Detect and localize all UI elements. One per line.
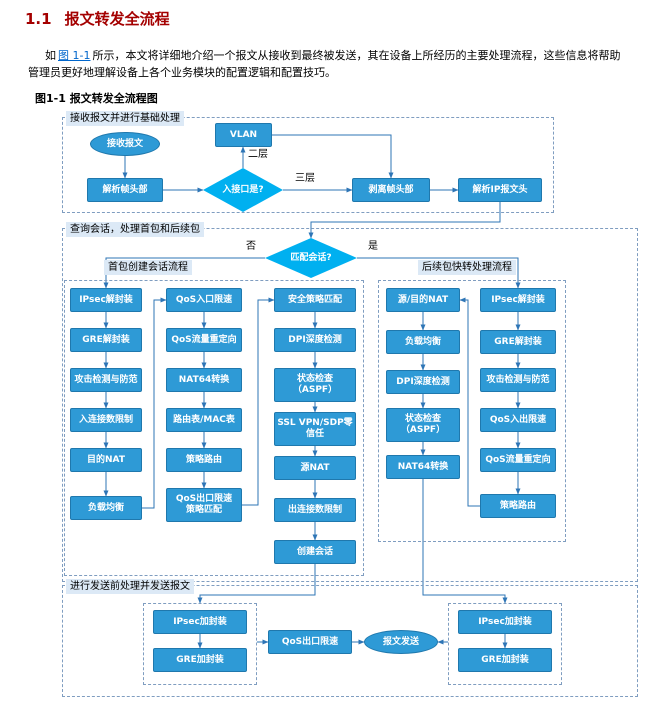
node-c2-qos-redirect: QoS流量重定向 [166,328,242,352]
section-number: 1.1 [25,10,52,28]
flow-arrow-e9 [357,257,521,289]
flow-arrow-e8 [103,257,265,289]
flow-arrow-e28 [197,564,316,604]
node-c4-dpi: DPI深度检测 [386,370,460,394]
node-vlan: VLAN [215,123,272,147]
group-label-first-packet: 首包创建会话流程 [104,260,192,275]
group-receive [62,117,554,213]
group-send-left [143,603,257,685]
node-send-left-ipsec-encap: IPsec加封装 [153,610,247,634]
node-c2-qos-ingress: QoS入口限速 [166,288,242,312]
figure-link[interactable]: 图 1-1 [58,49,91,62]
node-send-right-gre-encap: GRE加封装 [458,648,552,672]
node-c1-attack-defense: 攻击检测与防范 [70,368,142,392]
section-title: 报文转发全流程 [64,10,170,28]
paragraph-text-prefix: 如 [45,49,56,62]
node-qos-egress-limit: QoS出口限速 [268,630,352,654]
edge-label-layer3: 三层 [295,173,315,184]
node-c5-qos-limit: QoS入出限速 [480,408,556,432]
node-c4-src-dst-nat: 源/目的NAT [386,288,460,312]
node-c3-security-policy: 安全策略匹配 [274,288,356,312]
node-c5-gre-decap: GRE解封装 [480,330,556,354]
node-c5-policy-route: 策略路由 [480,494,556,518]
group-fast-path [378,280,566,542]
node-c1-in-conn-limit: 入连接数限制 [70,408,142,432]
node-c5-qos-redirect: QoS流量重定向 [480,448,556,472]
edge-label-no: 否 [246,241,256,252]
group-session [62,228,638,582]
paragraph-text-suffix: 所示，本文将详细地介绍一个报文从接收到最终被发送，其在设备上所经历的主要处理流程… [28,49,621,79]
group-label-fast-path: 后续包快转处理流程 [418,260,516,275]
node-c1-gre-decap: GRE解封装 [70,328,142,352]
node-c5-ipsec-decap: IPsec解封装 [480,288,556,312]
node-packet-send: 报文发送 [364,630,438,654]
node-c2-qos-egress-match: QoS出口限速 策略匹配 [166,488,242,522]
node-c1-ipsec-decap: IPsec解封装 [70,288,142,312]
node-c1-dst-nat: 目的NAT [70,448,142,472]
node-c4-aspf: 状态检查 （ASPF） [386,408,460,442]
figure-caption: 图1-1 报文转发全流程图 [35,92,158,105]
edge-label-yes: 是 [368,241,378,252]
node-c3-create-session: 创建会话 [274,540,356,564]
group-first-packet [64,280,364,576]
node-c3-ssl-vpn: SSL VPN/SDP零 信任 [274,412,356,446]
group-label-session: 查询会话，处理首包和后续包 [66,222,204,237]
node-send-right-ipsec-encap: IPsec加封装 [458,610,552,634]
node-c4-nat64: NAT64转换 [386,455,460,479]
node-send-left-gre-encap: GRE加封装 [153,648,247,672]
group-send-right [448,603,562,685]
node-c2-route-mac: 路由表/MAC表 [166,408,242,432]
group-label-receive: 接收报文并进行基础处理 [66,111,184,126]
flow-arrow-e4 [272,134,394,179]
flow-arrow-e21 [242,297,275,506]
node-parse-ip-header: 解析IP报文头 [458,178,542,202]
node-c3-src-nat: 源NAT [274,456,356,480]
node-receive-packet: 接收报文 [90,132,160,156]
node-c5-attack-defense: 攻击检测与防范 [480,368,556,392]
edge-label-layer2: 二层 [248,149,268,160]
node-c1-load-balance: 负载均衡 [70,496,142,520]
flow-arrow-e39 [422,479,508,604]
node-c3-aspf: 状态检查 （ASPF） [274,368,356,402]
node-c3-dpi: DPI深度检测 [274,328,356,352]
node-c4-load-balance: 负载均衡 [386,330,460,354]
node-c3-out-conn-limit: 出连接数限制 [274,498,356,522]
node-parse-frame-header: 解析帧头部 [87,178,163,202]
group-send [62,585,638,697]
section-heading: 1.1 报文转发全流程 [25,8,170,29]
flow-arrow-e15 [142,297,167,509]
node-c2-policy-route: 策略路由 [166,448,242,472]
group-label-send: 进行发送前处理并发送报文 [66,579,194,594]
flow-arrow-e34 [459,297,480,507]
node-strip-frame-header: 剥离帧头部 [352,178,430,202]
node-c2-nat64: NAT64转换 [166,368,242,392]
